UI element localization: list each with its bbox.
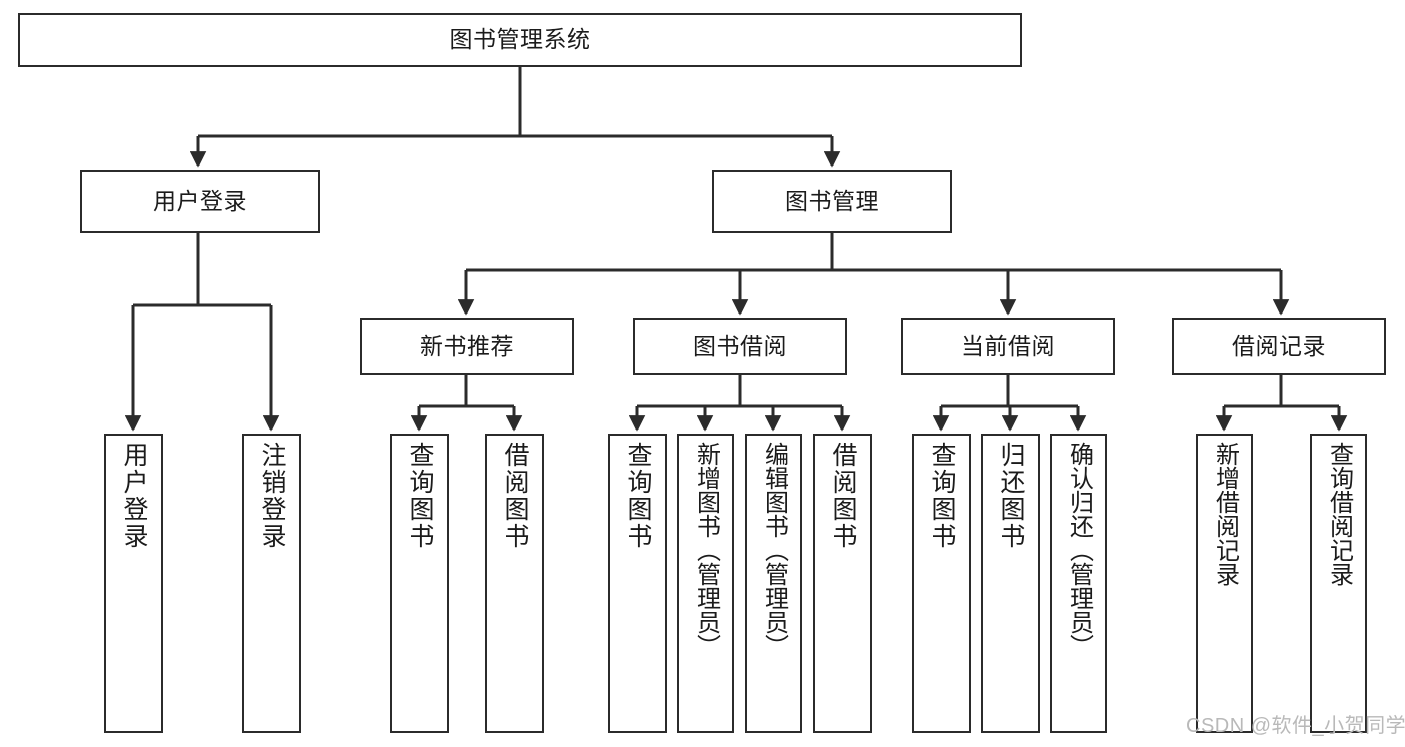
node-leaf-borrow-book-1[interactable]: 借阅图书 xyxy=(485,434,544,733)
node-book-management-label: 图书管理 xyxy=(785,187,879,214)
node-current-borrow-label: 当前借阅 xyxy=(961,332,1055,359)
node-leaf-logout[interactable]: 注销登录 xyxy=(242,434,301,733)
node-root-label: 图书管理系统 xyxy=(449,26,591,53)
csdn-watermark: CSDN @软件_小贺同学 xyxy=(1186,715,1405,737)
node-leaf-return-book-label: 归还图书 xyxy=(997,442,1025,550)
node-leaf-query-record[interactable]: 查询借阅记录 xyxy=(1310,434,1367,733)
node-leaf-borrow-book-1-label: 借阅图书 xyxy=(501,442,529,550)
node-borrow-record[interactable]: 借阅记录 xyxy=(1172,318,1386,375)
node-leaf-query-book-2[interactable]: 查询图书 xyxy=(608,434,667,733)
node-leaf-borrow-book-2-label: 借阅图书 xyxy=(829,442,857,550)
node-leaf-query-book-3[interactable]: 查询图书 xyxy=(912,434,971,733)
node-leaf-confirm-return[interactable]: 确认归还（管理员） xyxy=(1050,434,1107,733)
node-leaf-return-book[interactable]: 归还图书 xyxy=(981,434,1040,733)
node-leaf-edit-book[interactable]: 编辑图书（管理员） xyxy=(745,434,802,733)
node-leaf-add-record-label: 新增借阅记录 xyxy=(1211,442,1239,586)
node-leaf-add-record[interactable]: 新增借阅记录 xyxy=(1196,434,1253,733)
node-leaf-edit-book-label: 编辑图书（管理员） xyxy=(760,442,788,658)
node-leaf-add-book[interactable]: 新增图书（管理员） xyxy=(677,434,734,733)
node-leaf-user-login-label: 用户登录 xyxy=(120,442,148,550)
node-leaf-user-login[interactable]: 用户登录 xyxy=(104,434,163,733)
node-leaf-confirm-return-label: 确认归还（管理员） xyxy=(1065,442,1093,658)
node-book-borrow-label: 图书借阅 xyxy=(693,332,787,359)
node-current-borrow[interactable]: 当前借阅 xyxy=(901,318,1115,375)
node-leaf-logout-label: 注销登录 xyxy=(258,442,286,550)
node-leaf-query-record-label: 查询借阅记录 xyxy=(1325,442,1353,586)
node-leaf-query-book-2-label: 查询图书 xyxy=(624,442,652,550)
node-leaf-query-book-1-label: 查询图书 xyxy=(406,442,434,550)
node-new-book-recommend[interactable]: 新书推荐 xyxy=(360,318,574,375)
node-book-borrow[interactable]: 图书借阅 xyxy=(633,318,847,375)
node-book-management[interactable]: 图书管理 xyxy=(712,170,952,233)
node-leaf-add-book-label: 新增图书（管理员） xyxy=(692,442,720,658)
node-leaf-query-book-1[interactable]: 查询图书 xyxy=(390,434,449,733)
node-user-login[interactable]: 用户登录 xyxy=(80,170,320,233)
node-leaf-borrow-book-2[interactable]: 借阅图书 xyxy=(813,434,872,733)
node-leaf-query-book-3-label: 查询图书 xyxy=(928,442,956,550)
node-new-book-recommend-label: 新书推荐 xyxy=(420,332,514,359)
node-user-login-label: 用户登录 xyxy=(153,187,247,214)
node-root[interactable]: 图书管理系统 xyxy=(18,13,1022,67)
node-borrow-record-label: 借阅记录 xyxy=(1232,332,1326,359)
